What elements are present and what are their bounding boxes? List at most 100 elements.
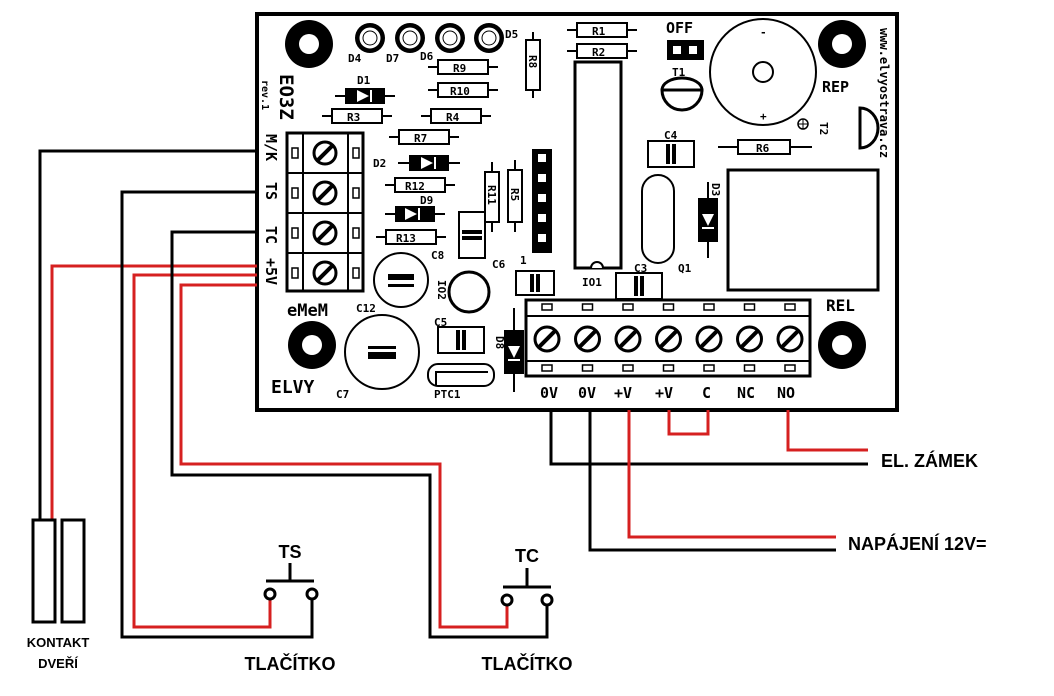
svg-text:+: + [760,110,767,123]
label-d3: D3 [709,183,722,196]
bottom-screw-6 [736,325,763,353]
bottom-screw-4 [655,325,682,353]
off-jumper [667,40,704,60]
brand-name: ELVY [271,377,315,398]
label-t2: T2 [817,122,830,135]
door-contact-label-1: KONTAKT [27,635,90,650]
board-revision: rev.1 [259,80,270,110]
label-d9: D9 [420,194,433,207]
left-screw-2 [312,180,338,206]
terminal-label-c: C [702,384,711,402]
door-contact-label-2: DVEŘÍ [38,656,78,671]
crystal-q1: Q1 [641,174,692,275]
terminal-label-ts: TS [262,182,280,200]
capacitor-c8: C12 [356,252,429,315]
label-r6: R6 [756,142,770,155]
wire-5v-door [50,264,257,520]
buzzer: - + [709,18,817,126]
left-screw-4 [312,260,338,286]
mounting-hole-top-right [818,20,866,68]
terminal-label-plusv-1: +V [614,384,632,402]
wire-0v-power [588,410,836,552]
pcb-board: D4 D7 D6 D5 EO3Z rev.1 www.elvyostrava.c… [255,12,899,412]
terminal-label-5v: +5V [262,258,280,285]
mounting-hole-bottom-left [288,321,336,369]
terminal-label-mk: M/K [262,134,280,161]
svg-text:-: - [760,26,767,39]
label-r8: R8 [526,55,539,68]
label-q1: Q1 [678,262,692,275]
regulator-io2: IO2 [435,270,491,314]
terminal-label-0v-1: 0V [540,384,558,402]
label-c8: C12 [356,302,376,315]
label-r5: R5 [508,188,521,201]
terminal-label-plusv-2: +V [655,384,673,402]
label-r1: R1 [592,25,606,38]
wire-mk [38,149,257,520]
off-label: OFF [666,19,693,37]
label-d8: D8 [493,336,506,349]
wire-plusv-power [627,410,836,539]
label-r3: R3 [347,111,360,124]
label-c4: C4 [664,129,678,142]
label-r13: R13 [396,232,416,245]
button-ts-caption: TLAČÍTKO [245,653,336,674]
label-c3: C3 [634,262,647,275]
label-c6: C6 [492,258,506,271]
label-c5: C5 [434,316,447,329]
label-r4: R4 [446,111,460,124]
label-ptc1: PTC1 [434,388,461,401]
label-t1: T1 [672,66,686,79]
label-d6: D6 [420,50,434,63]
bottom-terminal-screws [533,303,804,372]
button-tc-caption: TLAČÍTKO [482,653,573,674]
mounting-hole-bottom-right [818,321,866,369]
led-row: D4 D7 D6 D5 [348,23,518,65]
wire-5v-tc [179,283,509,629]
wire-tc [170,230,549,639]
label-r2: R2 [592,46,605,59]
wire-jumper-c [667,410,710,436]
mounting-hole-top-left [285,20,333,68]
label-r11: R11 [485,185,498,205]
terminal-label-nc: NC [737,384,755,402]
button-tc-name: TC [515,546,539,566]
label-r9: R9 [453,62,466,75]
button-tc [500,568,554,607]
label-d4: D4 [348,52,362,65]
brand-logo: eMeM [287,301,328,321]
label-pin1: 1 [520,254,527,267]
door-contact [31,518,86,624]
label-c7: C7 [336,388,349,401]
wire-ts [120,190,314,639]
wire-0v-lock [549,410,868,466]
wire-no-lock [786,410,868,452]
label-d1: D1 [357,74,371,87]
transistor-t2: T2 [797,106,880,150]
board-model: EO3Z [275,74,297,120]
bottom-screw-3 [614,325,642,353]
label-io2: IO2 [435,280,448,300]
button-ts [263,563,319,601]
left-screw-1 [312,140,338,166]
resistors [322,22,812,245]
ceramic-capacitors [437,140,695,354]
capacitor-c7: C7 [336,314,420,401]
bottom-screw-7 [776,325,804,353]
wire-5v-ts [132,273,272,629]
rel-label: REL [826,296,855,315]
button-ts-name: TS [278,542,301,562]
left-screw-3 [312,220,338,246]
label-r10: R10 [450,85,470,98]
label-c12: C8 [431,249,444,262]
chip-io1: IO1 [573,60,623,289]
label-d2: D2 [373,157,386,170]
pin-header: 1 [520,149,552,267]
power-label: NAPÁJENÍ 12V= [848,533,987,554]
terminal-label-tc: TC [262,226,280,244]
terminal-label-0v-2: 0V [578,384,596,402]
lock-label: EL. ZÁMEK [881,450,978,471]
diodes [335,88,718,392]
left-terminal-screws [291,140,360,286]
